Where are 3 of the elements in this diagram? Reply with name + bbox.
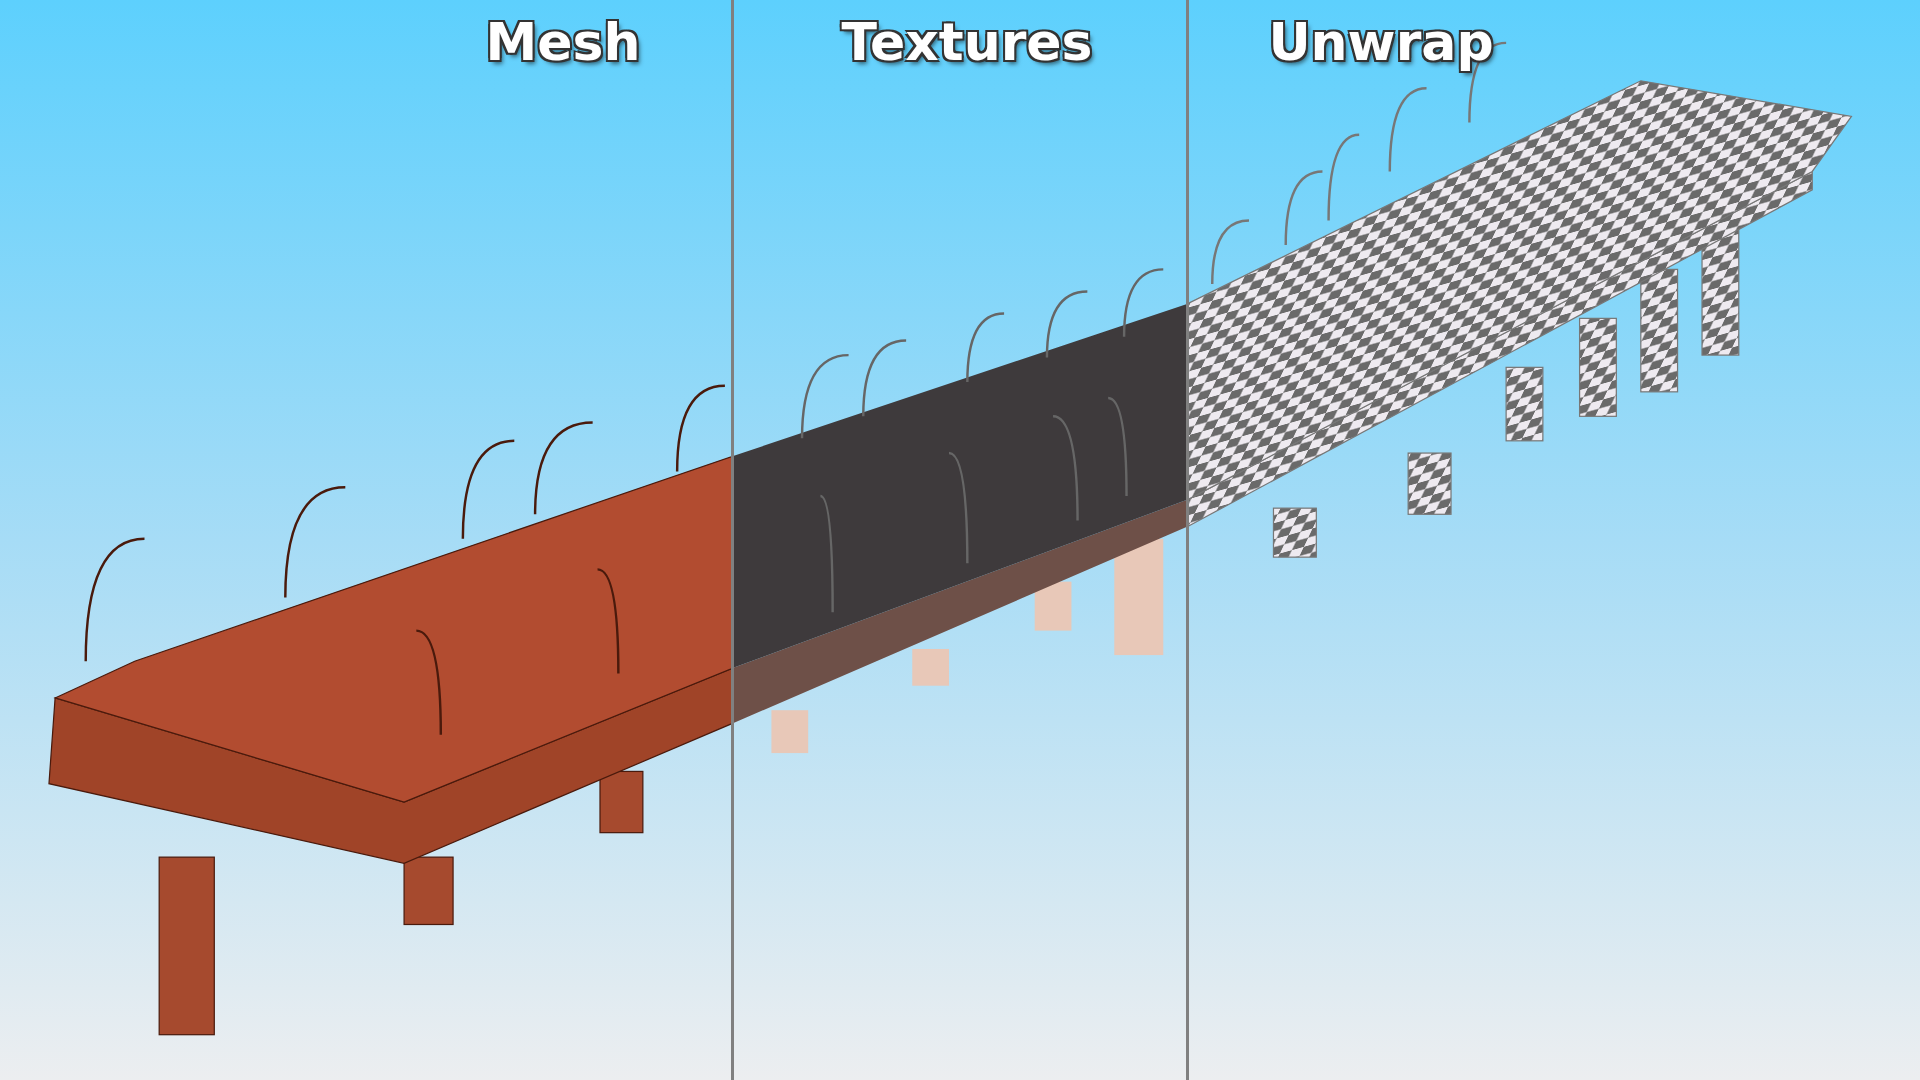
panel-title: Unwrap (1268, 12, 1494, 72)
panel-title: Mesh (485, 12, 641, 72)
panel-title: Textures (841, 12, 1093, 72)
